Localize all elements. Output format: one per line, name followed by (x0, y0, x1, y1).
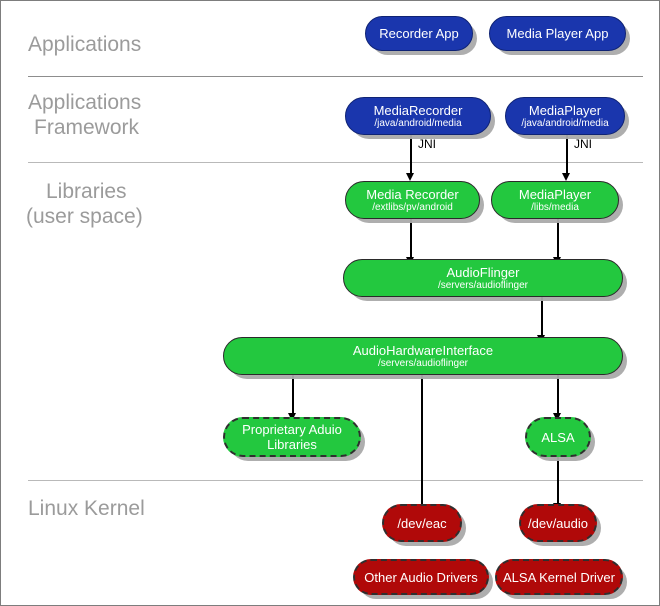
layer-label-libraries-line2: (user space) (26, 205, 143, 228)
node-mediaplayer-framework-title: MediaPlayer (528, 102, 602, 118)
node-media-player-app-title: Media Player App (506, 26, 609, 41)
node-mediarecorder-framework[interactable]: MediaRecorder /java/android/media (345, 97, 491, 135)
node-alsa-kernel-driver[interactable]: ALSA Kernel Driver (495, 559, 623, 595)
divider-framework-libraries (28, 162, 643, 163)
layer-label-applications-framework-line1: Applications (28, 91, 142, 114)
node-dev-audio[interactable]: /dev/audio (519, 504, 597, 542)
connector-ahi-to-proprietary (292, 375, 294, 417)
node-proprietary-audio-libraries[interactable]: Proprietary Aduio Libraries (223, 417, 361, 457)
node-other-audio-drivers[interactable]: Other Audio Drivers (353, 559, 489, 595)
node-audioflinger[interactable]: AudioFlinger /servers/audioflinger (343, 259, 623, 297)
node-mediaplayer-lib[interactable]: MediaPlayer /libs/media (491, 181, 619, 219)
connector-mediarecorder-to-lib (410, 134, 412, 175)
node-media-recorder-lib-subtitle: /extlibs/pv/android (372, 201, 453, 213)
connector-alsa-to-dev-audio (557, 457, 559, 507)
divider-libraries-kernel (28, 480, 643, 481)
node-mediarecorder-framework-title: MediaRecorder (373, 102, 463, 118)
node-mediaplayer-framework-subtitle: /java/android/media (521, 117, 609, 129)
layer-label-applications-framework-line2: Framework (34, 116, 140, 139)
connector-ahi-to-dev-eac (421, 375, 423, 511)
node-mediarecorder-framework-subtitle: /java/android/media (374, 117, 462, 129)
node-proprietary-audio-libraries-subtitle: Libraries (267, 437, 317, 452)
node-proprietary-audio-libraries-title: Proprietary Aduio (242, 422, 342, 437)
connector-audioflinger-to-ahi (541, 297, 543, 339)
node-dev-audio-title: /dev/audio (528, 515, 588, 531)
node-dev-eac-title: /dev/eac (397, 515, 447, 531)
node-media-recorder-lib[interactable]: Media Recorder /extlibs/pv/android (345, 181, 480, 219)
layer-label-libraries-line1: Libraries (46, 180, 127, 203)
node-recorder-app-title: Recorder App (379, 26, 459, 41)
node-alsa-kernel-driver-title: ALSA Kernel Driver (503, 569, 615, 585)
edge-label-jni-left: JNI (418, 137, 436, 151)
edge-label-jni-right: JNI (574, 137, 592, 151)
layer-label-linux-kernel: Linux Kernel (28, 497, 145, 520)
node-alsa-title: ALSA (541, 429, 575, 445)
node-media-recorder-lib-title: Media Recorder (366, 186, 459, 202)
node-dev-eac[interactable]: /dev/eac (382, 504, 462, 542)
connector-mediarecorderlib-to-audioflinger (410, 219, 412, 261)
node-alsa[interactable]: ALSA (525, 417, 591, 457)
divider-applications-framework (28, 76, 643, 77)
node-audiohardwareinterface-subtitle: /servers/audioflinger (377, 357, 469, 369)
node-mediaplayer-framework[interactable]: MediaPlayer /java/android/media (505, 97, 625, 135)
node-audioflinger-subtitle: /servers/audioflinger (437, 279, 529, 291)
arrowhead-mediaplayer-to-lib (562, 173, 570, 181)
connector-mediaplayerlib-to-audioflinger (557, 219, 559, 261)
arrowhead-mediarecorder-to-lib (406, 173, 414, 181)
node-recorder-app[interactable]: Recorder App (365, 16, 473, 51)
node-audiohardwareinterface[interactable]: AudioHardwareInterface /servers/audiofli… (223, 337, 623, 375)
node-audiohardwareinterface-title: AudioHardwareInterface (352, 342, 494, 358)
connector-mediaplayer-to-lib (566, 134, 568, 175)
node-mediaplayer-lib-title: MediaPlayer (518, 186, 592, 202)
connector-ahi-to-alsa (557, 375, 559, 417)
node-media-player-app[interactable]: Media Player App (489, 16, 626, 51)
node-other-audio-drivers-title: Other Audio Drivers (364, 569, 478, 585)
layer-label-applications: Applications (28, 33, 142, 56)
node-mediaplayer-lib-subtitle: /libs/media (531, 201, 579, 213)
node-audioflinger-title: AudioFlinger (446, 264, 520, 280)
